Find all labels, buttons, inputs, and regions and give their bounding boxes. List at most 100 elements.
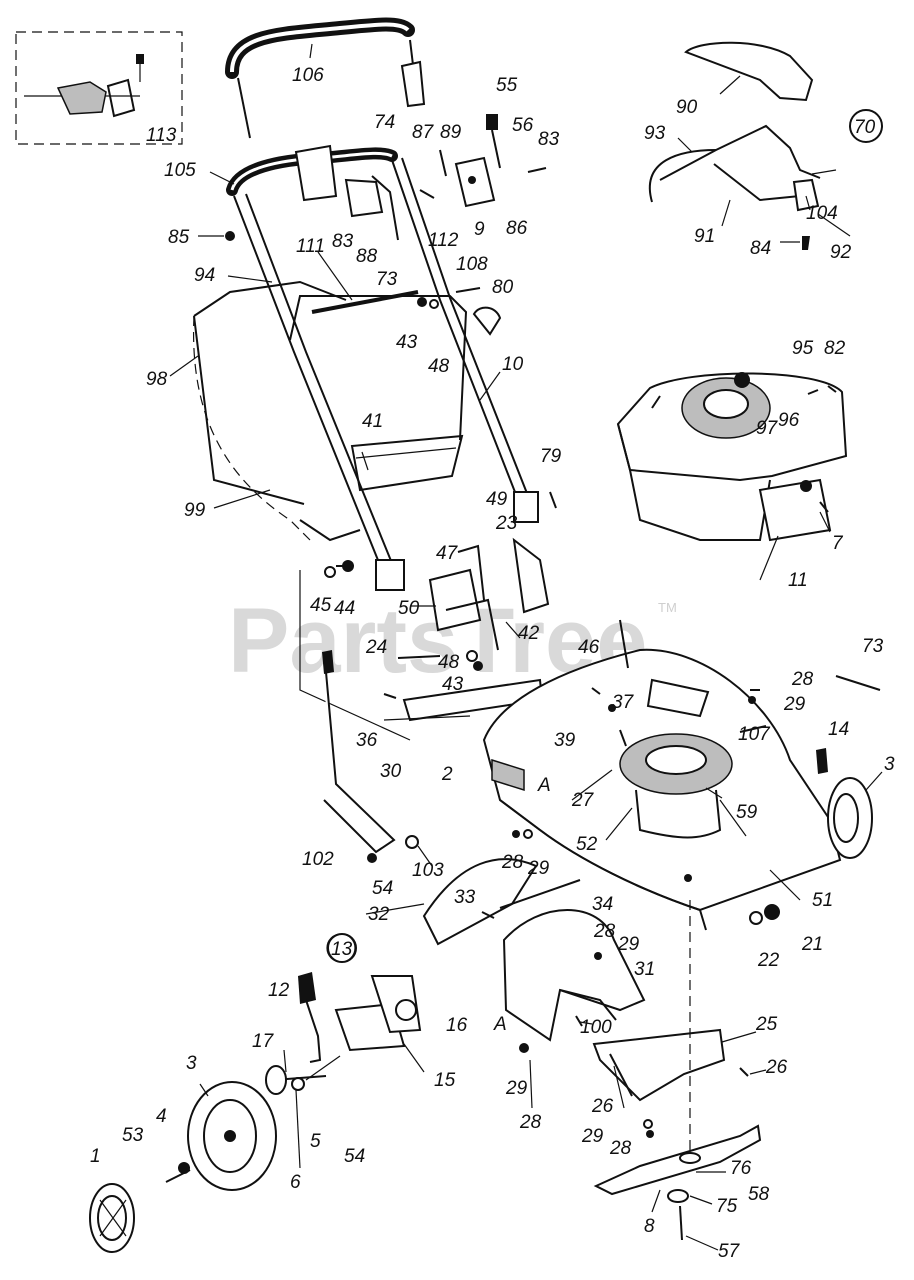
label-92: 92 [830, 242, 852, 263]
label-28-mid: 28 [501, 852, 524, 873]
label-5: 5 [310, 1131, 321, 1152]
label-1: 1 [90, 1146, 101, 1167]
label-85: 85 [168, 227, 190, 248]
label-31: 31 [634, 959, 655, 980]
label-88: 88 [356, 246, 378, 267]
label-29-mid: 29 [527, 858, 550, 879]
label-34: 34 [592, 894, 613, 915]
label-7: 7 [832, 533, 844, 554]
label-75: 75 [716, 1196, 738, 1217]
label-46: 46 [578, 637, 600, 658]
label-84: 84 [750, 238, 771, 259]
label-29-bottom: 29 [581, 1126, 604, 1147]
engine-drawing [616, 372, 848, 542]
label-55: 55 [496, 75, 518, 96]
label-29-shield: 29 [617, 934, 640, 955]
label-26-right: 26 [765, 1057, 788, 1078]
label-95: 95 [792, 338, 814, 359]
label-108: 108 [456, 254, 488, 275]
label-80: 80 [492, 277, 514, 298]
label-24: 24 [365, 637, 387, 658]
label-43-upper: 43 [396, 332, 418, 353]
label-a-upper: A [537, 775, 551, 796]
baffle-drawing [592, 1028, 726, 1102]
label-51: 51 [812, 890, 833, 911]
label-16: 16 [446, 1015, 468, 1036]
label-59: 59 [736, 802, 758, 823]
label-41: 41 [362, 411, 383, 432]
label-70: 70 [854, 117, 876, 138]
label-93: 93 [644, 123, 666, 144]
label-4: 4 [156, 1106, 167, 1127]
label-32: 32 [368, 904, 390, 925]
height-lever-left-drawing [322, 650, 419, 854]
label-49: 49 [486, 489, 508, 510]
bag-frame-kit-drawing [648, 41, 883, 250]
label-105: 105 [164, 160, 196, 181]
label-103: 103 [412, 860, 444, 881]
part-labels: 106 55 113 74 87 89 56 83 105 85 83 88 1… [90, 65, 895, 1262]
label-3-left: 3 [186, 1053, 197, 1074]
lower-handle-drawing [226, 144, 539, 591]
label-73-top: 73 [376, 269, 398, 290]
label-112: 112 [428, 230, 459, 251]
label-11: 11 [788, 570, 808, 591]
label-58: 58 [748, 1184, 770, 1205]
label-97: 97 [756, 418, 779, 439]
label-48-lower: 48 [438, 652, 460, 673]
label-25: 25 [755, 1014, 778, 1035]
label-98: 98 [146, 369, 168, 390]
label-39: 39 [554, 730, 576, 751]
label-29-right: 29 [783, 694, 806, 715]
deflector-drawing [422, 858, 581, 946]
watermark-trademark: TM [658, 600, 677, 615]
leader-lines [169, 43, 883, 1251]
label-a-lower: A [493, 1014, 507, 1035]
label-2: 2 [441, 764, 453, 785]
label-28-lower-left: 28 [519, 1112, 542, 1133]
label-26-left: 26 [591, 1096, 614, 1117]
inset-113-drawing [15, 31, 183, 145]
label-83-mid: 83 [332, 231, 354, 252]
label-12: 12 [268, 980, 290, 1001]
misc-hardware-drawing [225, 231, 881, 1138]
label-44: 44 [334, 598, 355, 619]
label-94: 94 [194, 265, 215, 286]
rear-shield-drawing [502, 909, 646, 1042]
label-99: 99 [184, 500, 206, 521]
mower-deck-drawing [482, 648, 842, 931]
label-6: 6 [290, 1172, 301, 1193]
label-91: 91 [694, 226, 715, 247]
label-29-lower-left: 29 [505, 1078, 528, 1099]
label-9: 9 [474, 219, 485, 240]
blade-drawing [593, 900, 762, 1241]
label-54-upper: 54 [372, 878, 393, 899]
circle-13 [326, 933, 356, 963]
label-33: 33 [454, 887, 476, 908]
label-90: 90 [676, 97, 698, 118]
label-100: 100 [580, 1017, 612, 1038]
label-50: 50 [398, 598, 420, 619]
label-87: 87 [412, 122, 435, 143]
label-28-shield: 28 [593, 921, 616, 942]
upper-handle-drawing [225, 17, 426, 139]
label-83-top: 83 [538, 129, 560, 150]
label-28-right: 28 [791, 669, 814, 690]
label-47: 47 [436, 543, 459, 564]
label-22: 22 [757, 950, 780, 971]
label-8: 8 [644, 1216, 655, 1237]
label-52: 52 [576, 834, 598, 855]
label-86: 86 [506, 218, 528, 239]
label-36: 36 [356, 730, 378, 751]
control-parts-drawing [344, 114, 547, 241]
label-96: 96 [778, 410, 800, 431]
label-107: 107 [738, 724, 771, 745]
label-48-upper: 48 [428, 356, 450, 377]
label-73-right: 73 [862, 636, 884, 657]
front-wheel-right-drawing [816, 748, 873, 859]
label-14: 14 [828, 719, 849, 740]
label-45: 45 [310, 595, 332, 616]
label-21: 21 [801, 934, 823, 955]
label-3-right: 3 [884, 754, 895, 775]
label-15: 15 [434, 1070, 456, 1091]
